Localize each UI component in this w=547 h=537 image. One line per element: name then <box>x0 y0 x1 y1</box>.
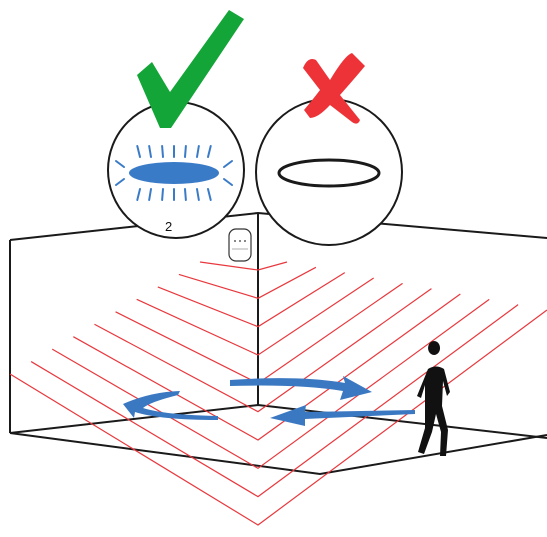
led-glow-ray <box>196 188 200 201</box>
motion-sensor-icon <box>228 228 252 262</box>
led-glow-ray <box>223 178 233 186</box>
led-glow-ray <box>115 178 125 186</box>
checkmark-icon <box>137 10 244 128</box>
led-glow-ray <box>148 145 152 158</box>
led-off-icon <box>277 158 381 188</box>
detection-zone-line <box>178 266 317 299</box>
correct-indicator-lens: 2 <box>107 101 245 239</box>
motion-arrow-icon <box>123 391 218 420</box>
detection-zone-line <box>73 293 461 441</box>
detection-zone-line <box>94 288 432 413</box>
led-glowing-icon <box>115 145 233 201</box>
motion-arrow-icon <box>270 405 415 426</box>
detection-zone-line <box>9 309 547 526</box>
led-glow-ray <box>207 188 212 201</box>
motion-arrow-icon <box>230 376 372 400</box>
detection-zone-line <box>136 277 374 356</box>
incorrect-indicator-lens <box>255 98 403 246</box>
led-glow-ray <box>223 160 233 168</box>
led-glow-ray <box>136 145 141 158</box>
led-glow-ray <box>161 188 164 201</box>
walking-person-icon <box>417 341 450 456</box>
led-glow-ray <box>161 145 164 158</box>
indicator-number: 2 <box>165 219 172 234</box>
led-glow-ray <box>196 145 200 158</box>
motion-arrows <box>123 376 415 426</box>
led-glow-ray <box>136 188 141 201</box>
led-glow-ray <box>184 145 187 158</box>
led-glow-ray <box>207 145 212 158</box>
led-glow-ray <box>184 188 187 201</box>
detection-zone-line <box>157 272 346 328</box>
detection-zone-line <box>199 261 288 271</box>
cross-icon <box>303 53 365 124</box>
led-glow-ray <box>148 188 152 201</box>
detection-zone-lines <box>9 261 547 526</box>
led-glow-ray <box>115 160 125 168</box>
detection-zone-line <box>51 298 490 470</box>
